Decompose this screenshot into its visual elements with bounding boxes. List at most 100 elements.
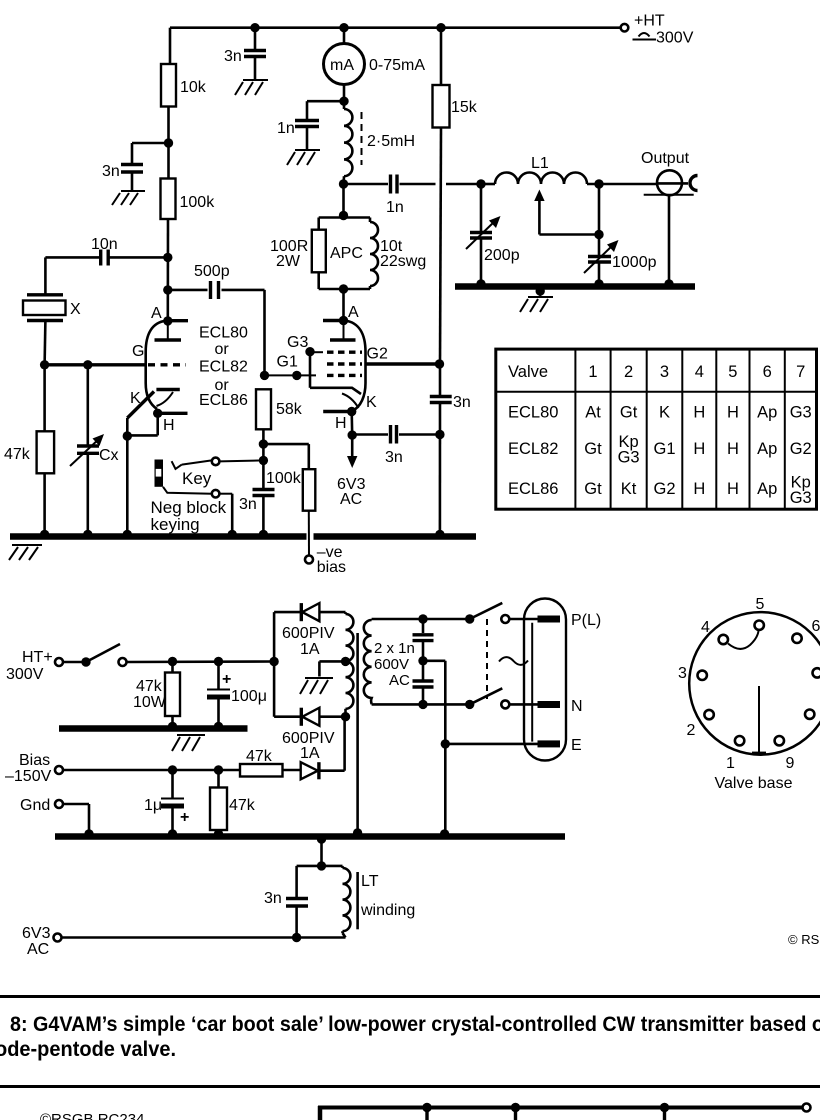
svg-text:+: + [222,671,231,688]
svg-text:600PIV: 600PIV [282,730,335,747]
svg-text:Key: Key [182,469,212,488]
svg-text:300V: 300V [656,30,694,47]
svg-text:Cx: Cx [99,447,119,464]
svg-text:AC: AC [27,941,49,958]
svg-text:Ap: Ap [757,440,777,458]
svg-text:3n: 3n [102,163,120,180]
svg-text:3n: 3n [264,890,282,907]
svg-text:1μ: 1μ [144,797,162,814]
svg-text:G3: G3 [287,334,308,351]
svg-text:10n: 10n [91,236,118,253]
svg-text:N: N [571,698,583,715]
svg-text:3n: 3n [239,496,257,513]
svg-text:Gnd: Gnd [20,797,50,814]
svg-text:bias: bias [317,559,346,576]
svg-text:+: + [180,809,189,826]
svg-text:AC: AC [340,491,362,508]
svg-text:3: 3 [660,363,669,381]
svg-text:H: H [693,440,705,458]
svg-text:3n: 3n [453,394,471,411]
svg-text:HT+: HT+ [22,649,53,666]
svg-text:2W: 2W [276,253,301,270]
svg-text:600V: 600V [374,656,409,673]
svg-text:Gt: Gt [584,480,602,498]
svg-text:ode-pentode valve.: ode-pentode valve. [0,1038,176,1061]
svg-text:3n: 3n [224,48,242,65]
svg-text:© RS: © RS [788,932,820,947]
svg-text:4: 4 [695,363,704,381]
svg-text:Kp: Kp [791,474,811,492]
svg-text:G2: G2 [653,480,675,498]
svg-text:100R: 100R [270,238,308,255]
svg-text:H: H [727,480,739,498]
svg-text:X: X [70,301,81,318]
svg-text:or: or [215,341,230,358]
svg-text:10W: 10W [133,694,167,711]
svg-text:P(L): P(L) [571,612,601,629]
svg-text:H: H [163,417,175,434]
svg-text:Gt: Gt [620,404,638,422]
svg-text:600PIV: 600PIV [282,625,335,642]
svg-text:6: 6 [812,618,820,635]
svg-text:Valve base: Valve base [715,775,793,792]
svg-text:8: G4VAM’s simple ‘car boot sa: 8: G4VAM’s simple ‘car boot sale’ low-po… [10,1013,820,1036]
svg-text:A: A [151,305,162,322]
svg-text:H: H [727,404,739,422]
svg-text:H: H [335,415,347,432]
svg-text:+HT: +HT [634,13,665,30]
svg-text:300V: 300V [6,666,44,683]
svg-text:100μ: 100μ [231,688,267,705]
svg-text:1n: 1n [386,199,404,216]
svg-text:H: H [693,480,705,498]
svg-text:G: G [132,343,144,360]
svg-text:15k: 15k [451,99,478,116]
svg-text:Output: Output [641,150,690,167]
svg-text:At: At [585,404,601,422]
svg-text:2·5mH: 2·5mH [367,133,415,150]
svg-text:L1: L1 [531,155,549,172]
svg-text:2 x 1n: 2 x 1n [374,640,415,657]
svg-text:Gt: Gt [584,440,602,458]
svg-text:100k: 100k [180,194,216,211]
svg-text:APC: APC [330,245,363,262]
svg-text:100k: 100k [266,470,302,487]
svg-text:G3: G3 [790,489,812,507]
svg-text:–150V: –150V [5,768,52,785]
svg-text:47k: 47k [246,748,273,765]
svg-text:ECL80: ECL80 [199,325,248,342]
svg-text:K: K [659,404,670,422]
svg-text:1A: 1A [300,641,320,658]
svg-text:1: 1 [726,755,735,772]
svg-text:G3: G3 [790,404,812,422]
svg-text:LT: LT [361,873,379,890]
svg-text:Neg block: Neg block [151,498,227,517]
svg-text:22swg: 22swg [380,253,426,270]
svg-text:47k: 47k [136,678,163,695]
svg-text:1000p: 1000p [612,254,657,271]
svg-text:5: 5 [728,363,737,381]
svg-text:5: 5 [756,596,765,613]
svg-text:ECL86: ECL86 [199,392,248,409]
svg-text:G3: G3 [618,449,640,467]
svg-text:G2: G2 [790,440,812,458]
svg-text:©RSGB RC234: ©RSGB RC234 [40,1111,144,1120]
svg-text:47k: 47k [4,446,31,463]
svg-text:3n: 3n [385,449,403,466]
svg-text:K: K [366,394,377,411]
svg-text:6V3: 6V3 [22,925,51,942]
svg-text:47k: 47k [229,797,256,814]
svg-text:0-75mA: 0-75mA [369,57,425,74]
svg-text:10t: 10t [380,238,403,255]
svg-text:3: 3 [678,665,687,682]
svg-text:ECL82: ECL82 [199,359,248,376]
svg-text:1: 1 [588,363,597,381]
svg-text:or: or [215,377,230,394]
svg-text:H: H [693,404,705,422]
svg-text:H: H [727,440,739,458]
svg-text:1n: 1n [277,120,295,137]
svg-text:6: 6 [763,363,772,381]
svg-text:G1: G1 [277,354,298,371]
svg-text:ECL80: ECL80 [508,404,558,422]
svg-text:2: 2 [687,722,696,739]
svg-text:9: 9 [786,755,795,772]
